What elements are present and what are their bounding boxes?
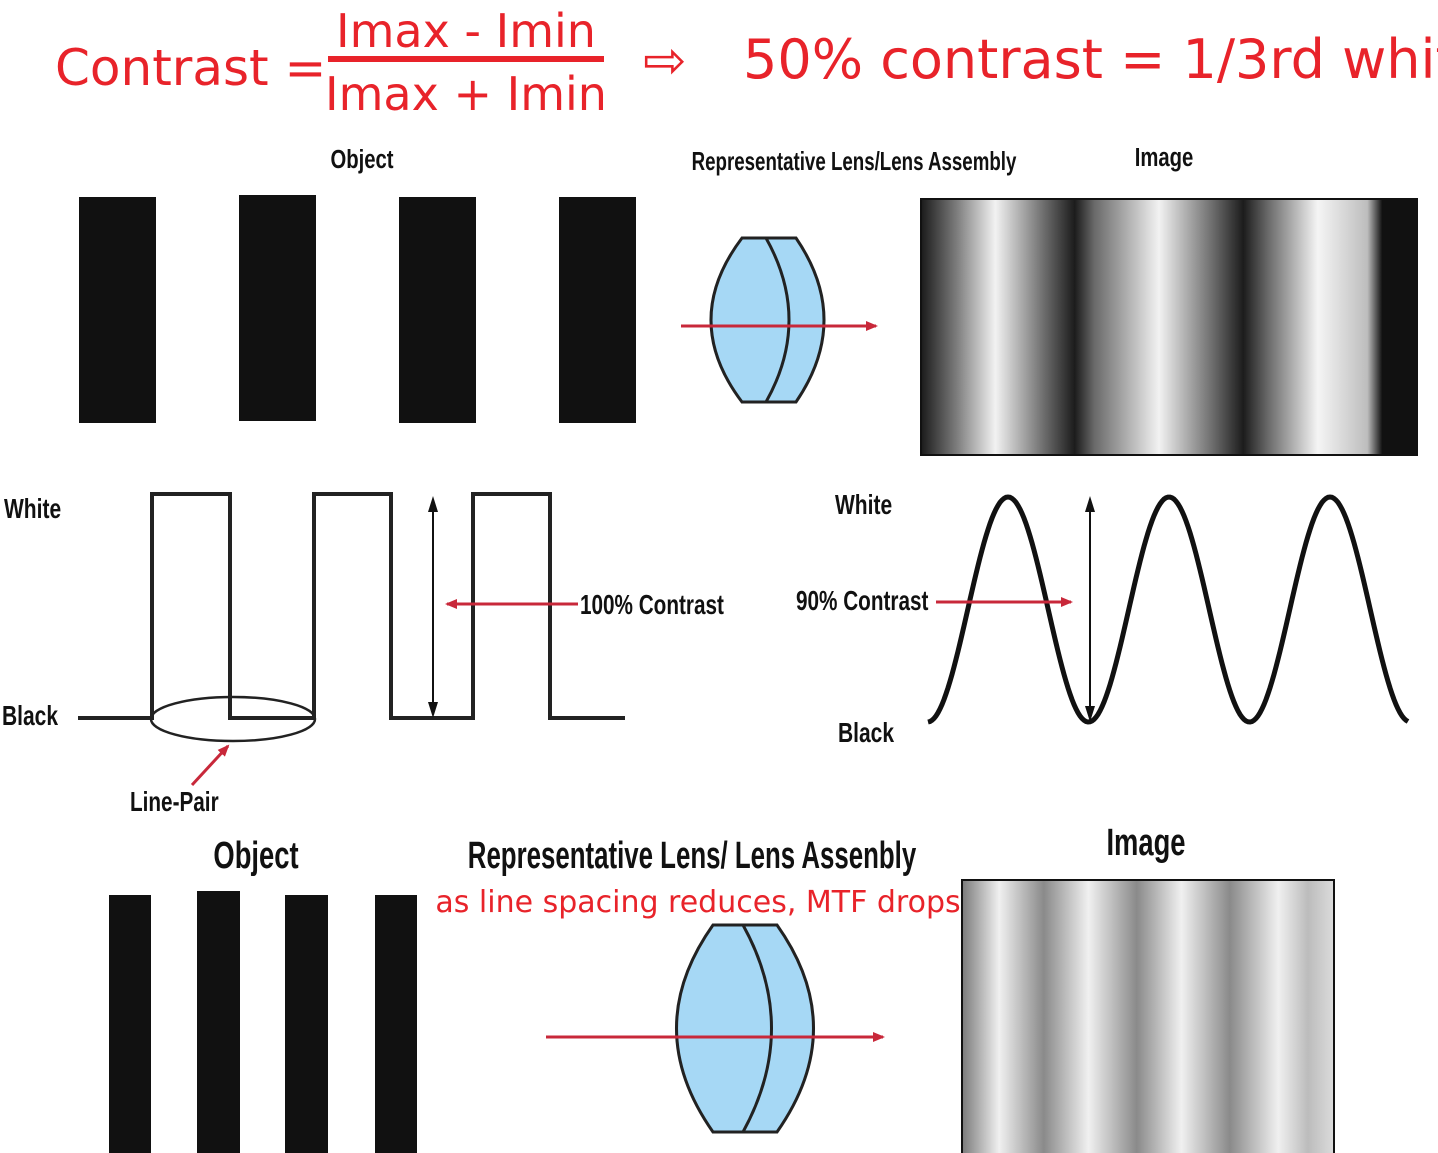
object-bar	[79, 197, 156, 423]
square-amplitude-arrowhead-top	[428, 496, 438, 512]
formula-denominator: Imax + Imin	[325, 67, 607, 121]
top-image-blurred	[920, 198, 1418, 456]
formula-lhs: Contrast =	[55, 39, 326, 97]
square-black-label: Black	[2, 701, 58, 732]
mtf-note: as line spacing reduces, MTF drops	[435, 885, 960, 920]
sine-contrast-label: 90% Contrast	[796, 586, 928, 617]
top-lens-label: Representative Lens/Lens Assembly	[692, 146, 1017, 176]
sine-white-label: White	[835, 490, 892, 521]
line-pair-pointer	[190, 744, 230, 787]
top-object-bars	[79, 195, 636, 423]
bottom-lens-label: Representative Lens/ Lens Assenbly	[468, 834, 916, 876]
fraction-bar	[328, 56, 604, 62]
contrast-formula: Contrast = Imax - Imin Imax + Imin ⇨ 50%…	[55, 4, 1438, 121]
formula-rhs: 50% contrast = 1/3rd white	[743, 28, 1438, 91]
sine-amplitude-arrowhead-top	[1085, 496, 1095, 512]
bottom-image-label: Image	[1106, 822, 1185, 864]
bottom-lens-icon	[675, 923, 815, 1134]
object-bar	[109, 895, 151, 1153]
object-bar	[559, 197, 636, 423]
square-waveform	[78, 492, 625, 720]
top-lens-icon	[709, 236, 826, 404]
object-bar	[285, 895, 328, 1153]
line-pair-label: Line-Pair	[130, 787, 219, 818]
implies-arrow-icon: ⇨	[643, 31, 687, 91]
bottom-image-blurred	[961, 879, 1335, 1153]
bottom-object-bars	[109, 891, 417, 1153]
square-amplitude-arrowhead-bottom	[428, 702, 438, 718]
sine-amplitude-arrowhead-bottom	[1085, 706, 1095, 722]
square-white-label: White	[4, 494, 61, 525]
object-bar	[375, 895, 417, 1153]
sine-waveform	[927, 494, 1410, 725]
object-bar	[239, 195, 316, 421]
top-image-label: Image	[1135, 143, 1194, 172]
top-object-label: Object	[330, 145, 393, 174]
bottom-object-label: Object	[213, 835, 298, 877]
sine-black-label: Black	[838, 718, 894, 749]
formula-numerator: Imax - Imin	[336, 4, 596, 58]
object-bar	[197, 891, 240, 1153]
square-contrast-label: 100% Contrast	[580, 590, 724, 621]
object-bar	[399, 197, 476, 423]
line-pair-ellipse	[149, 695, 317, 743]
